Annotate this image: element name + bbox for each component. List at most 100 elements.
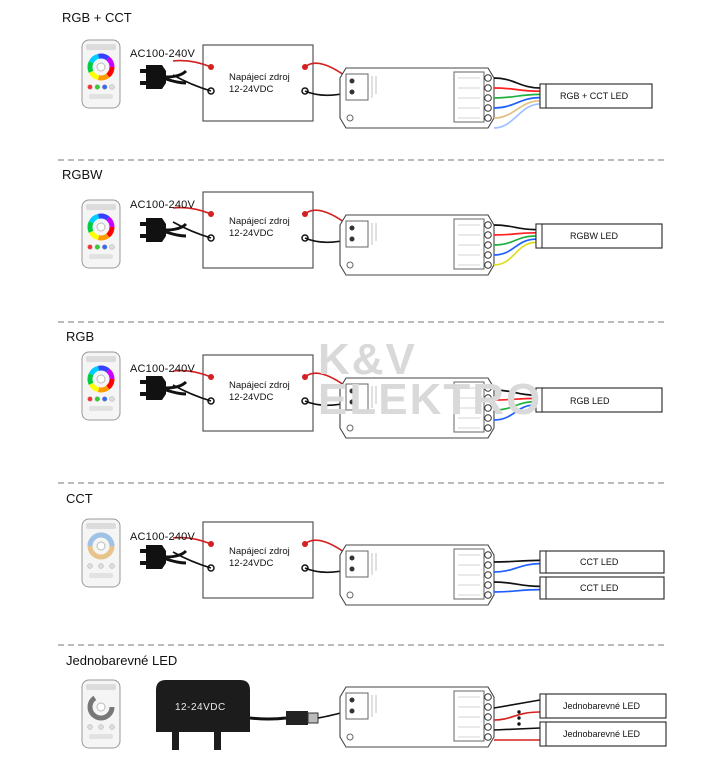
led-wire	[493, 389, 537, 397]
plug-prong	[140, 69, 146, 73]
section-title-rgb: RGB	[66, 329, 95, 344]
remote-dial-segment	[88, 382, 100, 393]
terminal-screw	[349, 697, 355, 703]
plug-cable	[165, 230, 187, 238]
output-terminal	[484, 723, 492, 731]
remote-bottom	[89, 573, 113, 578]
remote-button	[94, 396, 100, 402]
remote-button	[102, 84, 108, 90]
output-terminal	[484, 693, 492, 701]
remote-dial-segment	[88, 213, 100, 224]
controller-output-block	[453, 218, 485, 270]
power-supply-box	[202, 354, 314, 432]
ac-wire-live	[172, 206, 212, 215]
remote-button	[94, 244, 100, 250]
led-wire	[493, 96, 541, 109]
psu-label: Napájecí zdroj 12-24VDC	[229, 72, 290, 95]
plug-prong	[140, 380, 146, 384]
controller-input-block	[345, 550, 369, 578]
remote-dial-segment	[88, 53, 100, 64]
ellipsis-dot	[517, 716, 521, 720]
remote-dial-segment	[97, 365, 110, 373]
remote-dial-segment	[97, 73, 110, 81]
terminal-screw	[349, 78, 355, 84]
led-strip-connector	[535, 387, 543, 413]
section-title-rgb-cct: RGB + CCT	[62, 10, 132, 25]
remote-center	[96, 541, 106, 551]
led-strip-connector	[535, 223, 543, 249]
controller-output-block	[453, 381, 485, 433]
output-terminal	[484, 84, 492, 92]
plug-body	[146, 218, 166, 242]
output-terminal	[484, 424, 492, 432]
section-title-rgbw: RGBW	[62, 167, 103, 182]
remote-center	[96, 62, 106, 72]
remote-body	[81, 39, 121, 109]
terminal-screw	[349, 225, 355, 231]
watermark: K&V ELEKTRO	[318, 338, 542, 422]
terminal-screw	[349, 708, 355, 714]
output-terminal	[484, 394, 492, 402]
cct-output-wires-b	[493, 581, 541, 593]
remote-top	[86, 44, 116, 50]
plug-cable	[165, 69, 188, 79]
controller-output-block	[453, 71, 485, 123]
mains-plug-icon	[140, 545, 188, 569]
remote-bottom	[89, 254, 113, 259]
ac-label: AC100-240V	[130, 48, 195, 60]
plug-body	[146, 65, 166, 89]
remote-bottom	[89, 406, 113, 411]
plug-body	[146, 376, 166, 400]
remote-dial-segment	[97, 233, 110, 241]
led-controller-module	[339, 214, 495, 276]
plug-prong	[140, 234, 146, 238]
led-wire	[493, 727, 541, 731]
led-strip-label: RGBW LED	[570, 231, 619, 241]
remote-bottom	[89, 94, 113, 99]
remote-dial-segment	[106, 216, 115, 228]
plug-body	[146, 545, 166, 569]
adapter-cable	[249, 716, 287, 721]
led-wire	[493, 400, 537, 411]
led-strip-connector	[539, 550, 547, 574]
output-terminal	[484, 94, 492, 102]
led-wire	[493, 562, 541, 573]
output-terminal	[484, 404, 492, 412]
remote-body	[81, 351, 121, 421]
psu-label: Napájecí zdroj 12-24VDC	[229, 216, 290, 239]
remote-dial-segment	[106, 226, 115, 238]
remote-top	[86, 356, 116, 362]
controller-output-block	[453, 548, 485, 600]
output-terminal	[484, 561, 492, 569]
plug-prong	[140, 222, 146, 226]
output-terminal	[484, 221, 492, 229]
rgbcct-output-wires	[493, 77, 541, 129]
remote-bottom	[89, 734, 113, 739]
remote-dial-segment	[87, 61, 94, 73]
dc-plug	[286, 711, 308, 725]
mounting-hole	[346, 733, 354, 741]
controller-input-block	[345, 692, 369, 720]
led-wire	[493, 103, 541, 129]
ac-label: AC100-240V	[130, 363, 195, 375]
output-terminal	[484, 571, 492, 579]
remote-control-icon	[81, 39, 121, 109]
remote-button	[109, 724, 115, 730]
output-terminal	[484, 581, 492, 589]
terminal-dot	[301, 87, 309, 95]
led-wire	[493, 711, 541, 721]
remote-button	[109, 563, 115, 569]
remote-dial-segment	[87, 221, 94, 233]
remote-dial-segment	[106, 368, 115, 380]
led-strip-connector	[539, 693, 547, 719]
psu-outline	[202, 354, 314, 432]
adapter-prong	[172, 732, 179, 750]
led-strip-label: CCT LED	[580, 557, 619, 567]
output-terminal	[484, 713, 492, 721]
led-strip-connector	[539, 83, 547, 109]
ac-wire-neutral	[172, 551, 212, 569]
mains-plug-icon	[140, 218, 188, 242]
power-adapter	[156, 680, 353, 750]
led-strip-label: Jednobarevné LED	[563, 701, 641, 711]
terminal-screw	[349, 555, 355, 561]
